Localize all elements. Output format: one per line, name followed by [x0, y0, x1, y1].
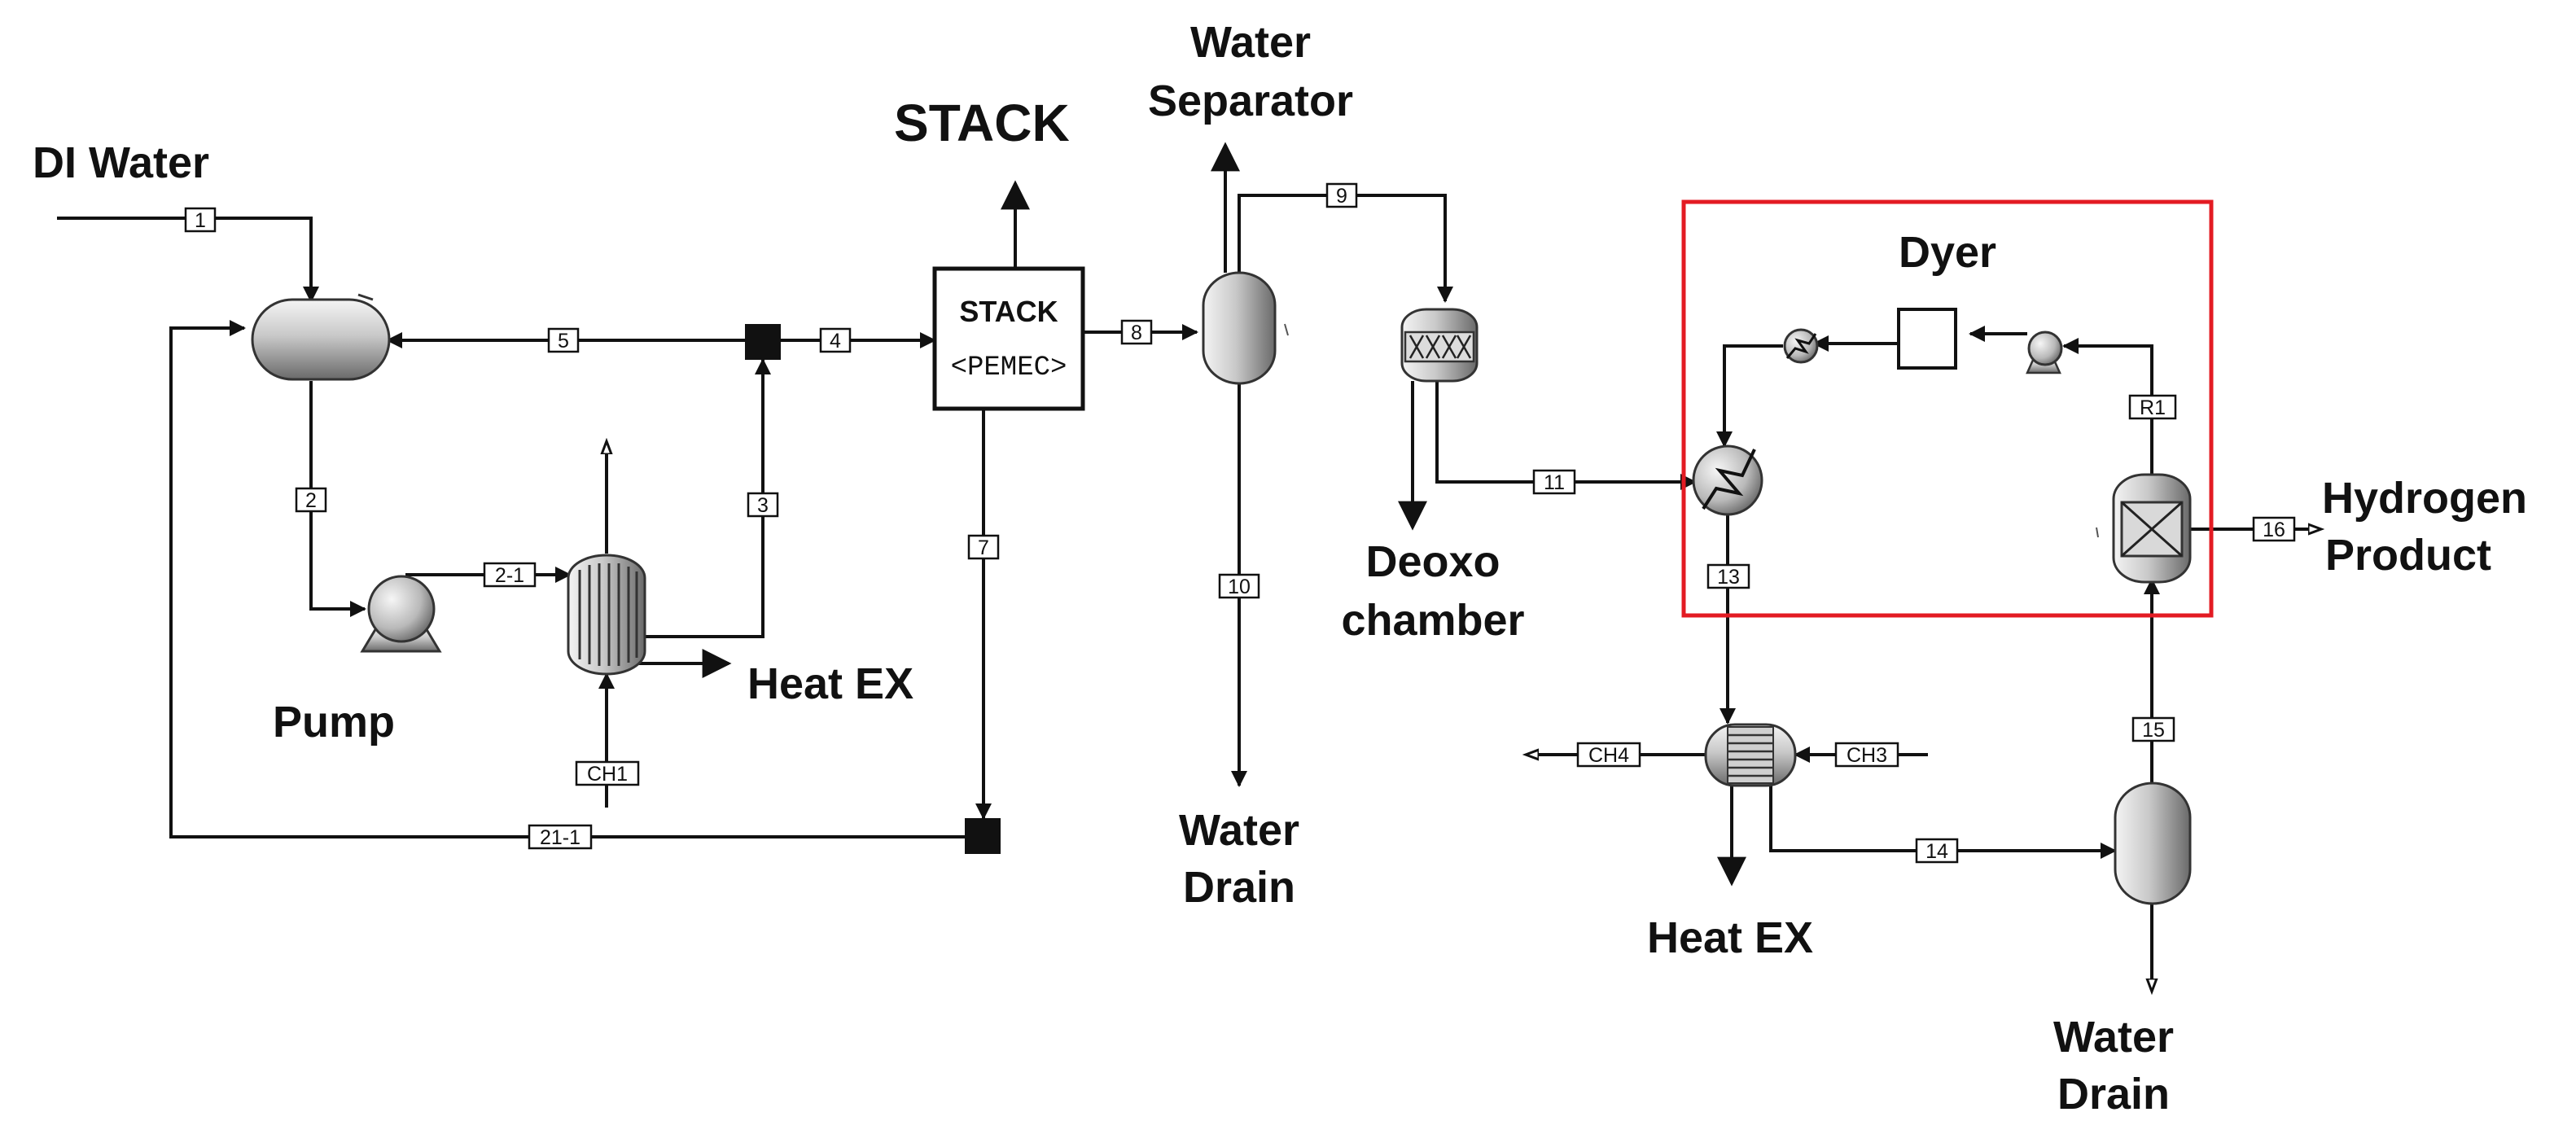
svg-text:13: 13 [1717, 566, 1740, 589]
stream-tag-1[interactable]: 1 [184, 207, 217, 233]
feed-tank[interactable] [251, 293, 391, 381]
svg-text:14: 14 [1925, 840, 1948, 863]
dyer-reactor[interactable] [2096, 473, 2192, 584]
stream-14-line [1769, 786, 2117, 859]
stream-tag-2[interactable]: 2 [295, 487, 327, 513]
stream-tag-9[interactable]: 9 [1325, 182, 1358, 208]
stream-tag-10[interactable]: 10 [1218, 573, 1260, 599]
stream-1-line [57, 217, 319, 303]
stack-block-line1: STACK [959, 295, 1058, 328]
stack-pemec-block[interactable]: STACK <PEMEC> [932, 266, 1085, 411]
dyer-heat-exchanger[interactable] [1692, 444, 1763, 516]
pump[interactable] [360, 575, 442, 653]
svg-text:4: 4 [830, 330, 841, 352]
stream-tags: 1 5 4 2 2-1 3 CH1 21-1 7 8 9 10 11 R1 13… [184, 182, 2296, 864]
stream-tag-ch1[interactable]: CH1 [575, 760, 640, 786]
deoxo-reactor[interactable] [1400, 308, 1479, 383]
svg-text:15: 15 [2142, 719, 2165, 742]
stream-2-line [309, 381, 366, 617]
stream-3-line [645, 358, 771, 638]
svg-text:11: 11 [1544, 471, 1565, 494]
svg-text:16: 16 [2263, 519, 2285, 541]
stream-r1-line [2062, 338, 2153, 475]
label-pump: Pump [273, 698, 395, 747]
label-water-separator-2: Separator [1148, 77, 1353, 125]
stream-tag-5[interactable]: 5 [547, 327, 580, 353]
stream-tag-13[interactable]: 13 [1706, 563, 1750, 589]
diagram-labels: DI Water STACK Water Separator Dyer Hydr… [33, 18, 2527, 1119]
label-hydrogen-1: Hydrogen [2322, 474, 2527, 523]
dyer-highlight-box [1681, 199, 2214, 618]
label-hydrogen-2: Product [2325, 531, 2491, 580]
dyer-loop-c-line [1716, 344, 1783, 448]
label-deoxo-2: chamber [1341, 596, 1524, 645]
label-di-water: DI Water [33, 138, 209, 187]
svg-text:CH4: CH4 [1588, 744, 1629, 767]
svg-text:9: 9 [1336, 185, 1347, 208]
dyer-compressor[interactable] [2026, 331, 2063, 374]
stream-tag-3[interactable]: 3 [747, 492, 779, 518]
label-deoxo-1: Deoxo [1365, 537, 1500, 586]
svg-text:5: 5 [558, 330, 569, 352]
dyer-small-heater[interactable] [1783, 328, 1819, 364]
heat-exchanger-right[interactable] [1704, 723, 1797, 787]
stream-tag-8[interactable]: 8 [1120, 319, 1153, 345]
svg-text:10: 10 [1228, 576, 1251, 598]
mixer-1[interactable] [745, 324, 781, 360]
stream-tag-21-1[interactable]: 21-1 [528, 824, 593, 850]
stream-11-line [1435, 381, 1697, 490]
label-water-separator-1: Water [1190, 18, 1311, 67]
svg-text:1: 1 [195, 209, 206, 232]
stream-tag-14[interactable]: 14 [1915, 838, 1959, 864]
stream-9-line [1238, 194, 1453, 303]
stream-tag-ch4[interactable]: CH4 [1576, 742, 1641, 768]
svg-text:2: 2 [305, 489, 317, 512]
label-heat-ex-right: Heat EX [1647, 913, 1813, 962]
stream-tag-r1[interactable]: R1 [2128, 394, 2177, 420]
label-water-drain-mid-1: Water [1179, 806, 1299, 855]
label-water-drain-right-2: Drain [2057, 1070, 2170, 1119]
stream-tag-ch3[interactable]: CH3 [1834, 742, 1899, 768]
stack-block-line2: <PEMEC> [951, 352, 1067, 383]
dyer-block[interactable] [1897, 308, 1957, 370]
label-heat-ex-left: Heat EX [747, 659, 913, 708]
label-dyer: Dyer [1899, 228, 1996, 277]
water-separator-2[interactable] [2114, 782, 2192, 905]
stream-tag-16[interactable]: 16 [2252, 516, 2296, 542]
label-water-drain-right-1: Water [2053, 1013, 2174, 1062]
svg-text:3: 3 [757, 494, 769, 517]
mixer-2[interactable] [965, 818, 1001, 854]
svg-text:R1: R1 [2140, 396, 2166, 419]
svg-text:CH1: CH1 [587, 763, 628, 786]
stream-tag-4[interactable]: 4 [819, 327, 852, 353]
stream-tag-2-1[interactable]: 2-1 [483, 562, 537, 588]
stream-tag-7[interactable]: 7 [967, 534, 1000, 560]
label-water-drain-mid-2: Drain [1183, 863, 1295, 912]
svg-text:7: 7 [978, 536, 989, 559]
svg-text:8: 8 [1131, 322, 1142, 344]
svg-text:2-1: 2-1 [495, 564, 524, 587]
svg-text:21-1: 21-1 [540, 826, 580, 849]
heat-exchanger-left[interactable] [567, 554, 646, 676]
svg-text:CH3: CH3 [1847, 744, 1887, 767]
stream-tag-11[interactable]: 11 [1532, 469, 1576, 495]
stream-tag-15[interactable]: 15 [2131, 716, 2175, 742]
water-separator[interactable] [1202, 271, 1289, 385]
label-stack: STACK [894, 94, 1070, 152]
